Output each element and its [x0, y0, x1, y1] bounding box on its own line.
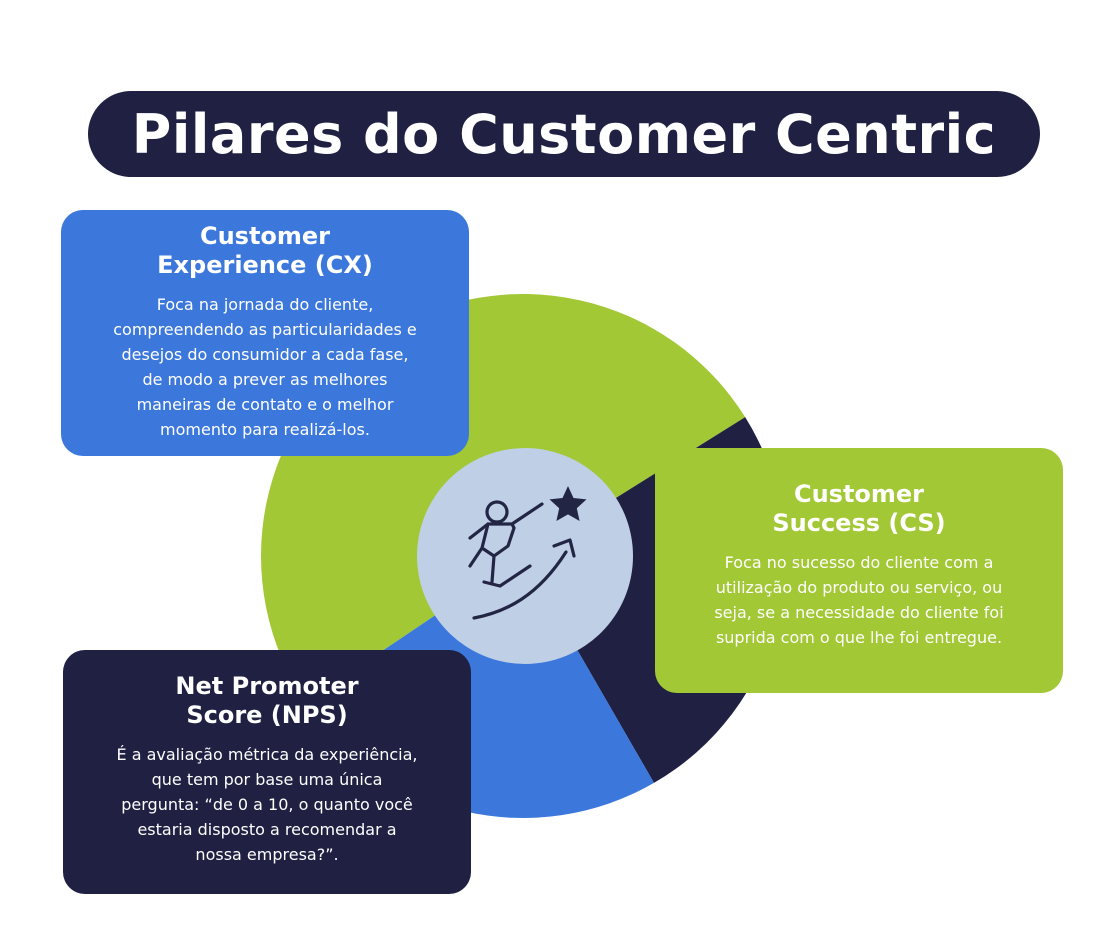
card-cs-body: Foca no sucesso do cliente com a utiliza… [714, 553, 1004, 647]
card-cx-title: Customer Experience (CX) [157, 222, 373, 279]
center-circle [417, 448, 633, 664]
star-icon [549, 486, 587, 521]
card-net-promoter-score: Net Promoter Score (NPS) É a avaliação m… [63, 650, 471, 894]
page-title: Pilares do Customer Centric [131, 102, 997, 166]
card-nps-title: Net Promoter Score (NPS) [175, 672, 359, 729]
card-customer-experience: Customer Experience (CX) Foca na jornada… [61, 210, 469, 456]
card-cx-body: Foca na jornada do cliente, compreendend… [113, 295, 417, 439]
card-nps-body: É a avaliação métrica da experiência, qu… [116, 745, 418, 864]
person-climbing-arrow-star-icon [468, 500, 576, 620]
card-customer-success: Customer Success (CS) Foca no sucesso do… [655, 448, 1063, 693]
card-cs-title: Customer Success (CS) [772, 480, 946, 537]
title-banner: Pilares do Customer Centric [88, 91, 1040, 177]
